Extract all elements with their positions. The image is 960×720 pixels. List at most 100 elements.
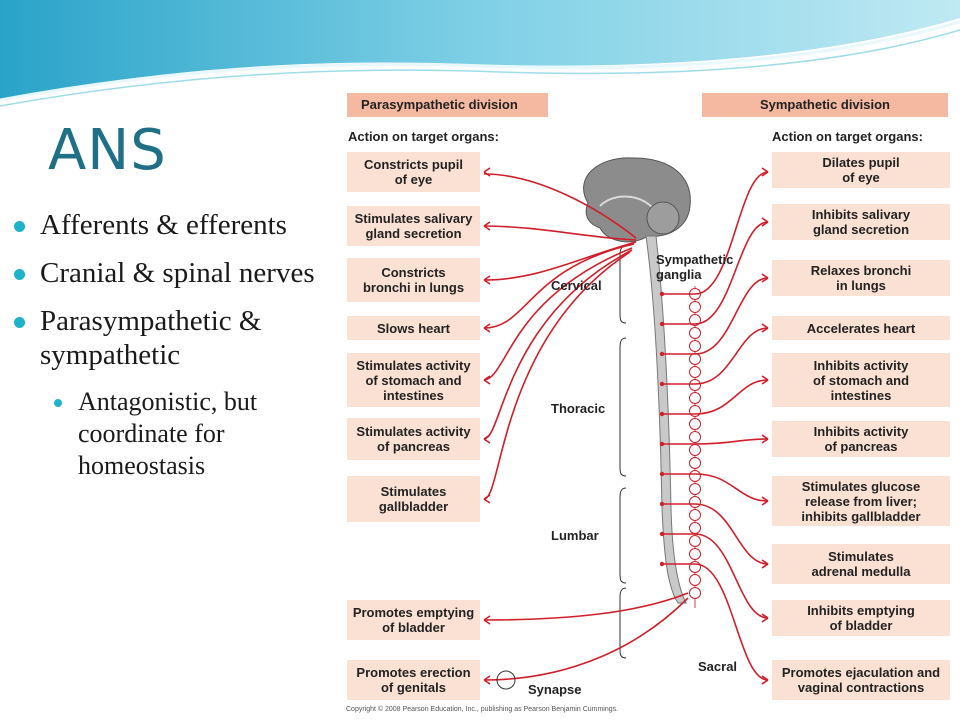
nerve-diagram [483, 157, 769, 690]
sympathetic-nerve [662, 533, 769, 619]
ganglion-icon [689, 548, 701, 560]
nerve-arrow-icon [483, 323, 491, 333]
sacral-bracket [619, 587, 627, 659]
region-thoracic: Thoracic [551, 401, 606, 416]
parasympathetic-nerve [483, 243, 635, 329]
thoracic-bracket [619, 337, 627, 477]
nerve-origin-dot [659, 531, 665, 537]
nerve-arrow-icon [761, 434, 769, 444]
ganglion-icon [689, 379, 701, 391]
bullet-dot-icon [14, 221, 25, 232]
sympathetic-action-box: Inhibits emptying of bladder [772, 600, 950, 636]
bullet-list: Afferents & efferents Cranial & spinal n… [14, 208, 334, 482]
parasympathetic-nerve [483, 247, 633, 381]
nerve-arrow-icon [761, 496, 769, 506]
ganglion-icon [689, 327, 701, 339]
bullet-item: Cranial & spinal nerves [14, 256, 334, 290]
parasympathetic-action-box: Promotes erection of genitals [347, 660, 480, 700]
sympathetic-action-box: Relaxes bronchi in lungs [772, 260, 950, 296]
bullet-item: Afferents & efferents [14, 208, 334, 242]
ganglion-icon [689, 509, 701, 521]
parasympathetic-action-box: Stimulates salivary gland secretion [347, 206, 480, 246]
region-cervical: Cervical [551, 278, 602, 293]
bullet-dot-icon [54, 399, 62, 407]
sympathetic-nerve [662, 171, 769, 295]
synapse-circle [496, 670, 516, 690]
parasympathetic-action-box: Promotes emptying of bladder [347, 600, 480, 640]
sub-bullet-item: Antagonistic, but coordinate for homeost… [52, 386, 334, 482]
nerve-origin-dot [659, 411, 665, 417]
nerve-arrow-icon [483, 375, 491, 385]
parasympathetic-nerve [483, 173, 637, 239]
nerve-origin-dot [659, 381, 665, 387]
nerve-origin-dot [659, 291, 665, 297]
sympathetic-nerve [662, 473, 769, 502]
ganglion-icon [689, 535, 701, 547]
ganglion-icon [689, 470, 701, 482]
parasympathetic-action-box: Stimulates gallbladder [347, 476, 480, 522]
bullet-text: Parasympathetic & sympathetic [40, 305, 262, 371]
nerve-arrow-icon [761, 167, 769, 177]
nerve-arrow-icon [761, 217, 769, 227]
lumbar-bracket [619, 487, 627, 584]
bullet-text: Afferents & efferents [40, 209, 287, 241]
sympathetic-action-box: Inhibits activity of pancreas [772, 421, 950, 457]
parasympathetic-header: Parasympathetic division [347, 93, 548, 117]
sympathetic-action-box: Stimulates glucose release from liver; i… [772, 476, 950, 526]
ganglion-icon [689, 522, 701, 534]
nerve-arrow-icon [483, 275, 491, 285]
sympathetic-action-box: Inhibits activity of stomach and intesti… [772, 353, 950, 407]
sympathetic-nerve [662, 503, 769, 565]
nerve-origin-dot [659, 351, 665, 357]
nerve-arrow-icon [761, 375, 769, 385]
sympathetic-header: Sympathetic division [702, 93, 948, 117]
ganglion-icon [689, 483, 701, 495]
nerve-arrow-icon [761, 323, 769, 333]
sympathetic-action-box: Dilates pupil of eye [772, 152, 950, 188]
nerve-arrow-icon [483, 494, 491, 504]
ganglion-icon [689, 574, 701, 586]
parasympathetic-nerve [483, 225, 637, 241]
sympathetic-action-box: Inhibits salivary gland secretion [772, 204, 950, 240]
parasympathetic-action-box: Stimulates activity of pancreas [347, 418, 480, 460]
nerve-origin-dot [659, 441, 665, 447]
action-label-left: Action on target organs: [348, 129, 499, 144]
sympathetic-action-box: Accelerates heart [772, 316, 950, 340]
nerve-origin-dot [659, 561, 665, 567]
copyright-text: Copyright © 2008 Pearson Education, Inc.… [346, 706, 619, 713]
nerve-arrow-icon [761, 559, 769, 569]
ganglion-icon [689, 405, 701, 417]
cerebellum-shape [646, 201, 680, 235]
top-wave-decoration [0, 0, 960, 107]
sympathetic-nerve [662, 379, 769, 415]
bullet-dot-icon [14, 317, 25, 328]
parasympathetic-nerve [483, 592, 689, 621]
nerve-arrow-icon [761, 675, 769, 685]
sympathetic-nerve [662, 221, 769, 325]
bullet-dot-icon [14, 269, 25, 280]
ganglion-icon [689, 496, 701, 508]
sympathetic-header-text: Sympathetic division [759, 97, 891, 112]
nerve-arrow-icon [483, 615, 491, 625]
parasympathetic-nerve [483, 251, 631, 500]
sympathetic-ganglia-label: Sympathetic ganglia [656, 252, 734, 282]
nerve-arrow-icon [483, 675, 491, 685]
ganglion-icon [689, 366, 701, 378]
ganglion-icon [689, 314, 701, 326]
spinal-cord [645, 235, 687, 604]
sympathetic-nerve [662, 563, 769, 681]
bullet-text: Cranial & spinal nerves [40, 257, 315, 289]
slide-title: ANS [48, 118, 167, 183]
ganglion-icon [689, 457, 701, 469]
nerve-origin-dot [659, 321, 665, 327]
region-sacral: Sacral [698, 659, 738, 674]
ganglion-icon [689, 444, 701, 456]
nerve-arrow-icon [483, 434, 491, 444]
nerve-origin-dot [659, 501, 665, 507]
parasympathetic-nerve [483, 249, 633, 440]
sympathetic-nerve [662, 438, 769, 445]
ganglion-icon [689, 587, 701, 599]
parasympathetic-header-text: Parasympathetic division [361, 97, 518, 112]
nerve-arrow-icon [483, 167, 491, 177]
sympathetic-nerve [662, 327, 769, 385]
